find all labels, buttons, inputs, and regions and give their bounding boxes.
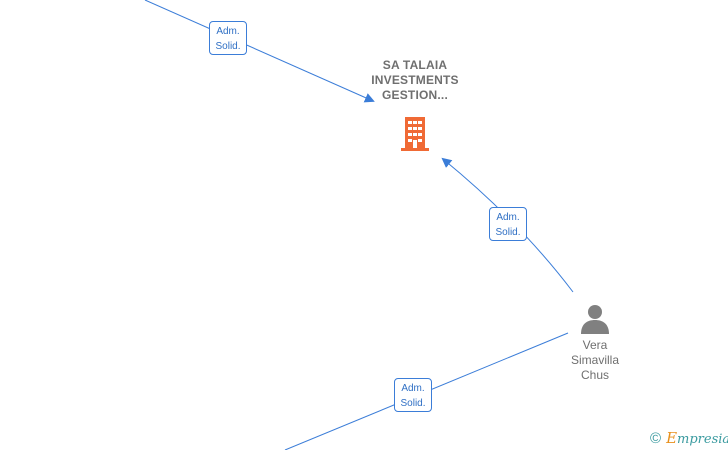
edge-label-adm-solid-top[interactable]: Adm. Solid.	[209, 21, 247, 55]
copyright-icon: ©	[650, 429, 662, 447]
brand-logo: © Empresia	[650, 428, 728, 448]
brand-rest: mpresia	[677, 432, 728, 447]
edge-label-adm-solid-middle[interactable]: Adm. Solid.	[489, 207, 527, 241]
person-icon	[581, 305, 609, 334]
edge-label-line: Solid.	[400, 398, 426, 409]
edge-label-line: Adm.	[216, 26, 240, 37]
company-name-line: GESTION...	[381, 88, 448, 102]
edge-label-adm-solid-bottom[interactable]: Adm. Solid.	[394, 378, 432, 412]
building-icon	[401, 117, 429, 151]
person-name-line: Chus	[580, 368, 609, 382]
edge-label-line: Solid.	[215, 41, 241, 52]
edge-label-line: Adm.	[496, 212, 520, 223]
company-name-line: INVESTMENTS	[371, 73, 459, 87]
company-node[interactable]: SA TALAIA INVESTMENTS GESTION...	[355, 58, 475, 151]
person-node[interactable]: Vera Simavilla Chus	[552, 304, 638, 383]
brand-initial: E	[666, 429, 678, 447]
person-name: Vera Simavilla Chus	[552, 338, 638, 383]
edge-label-line: Solid.	[495, 227, 521, 238]
brand-name: Empresia	[666, 429, 728, 447]
edge-label-line: Adm.	[401, 383, 425, 394]
person-name-line: Vera	[582, 338, 608, 352]
company-name-line: SA TALAIA	[382, 58, 448, 72]
edge-line-top-left-to-company	[144, 0, 375, 103]
person-name-line: Simavilla	[570, 353, 619, 367]
